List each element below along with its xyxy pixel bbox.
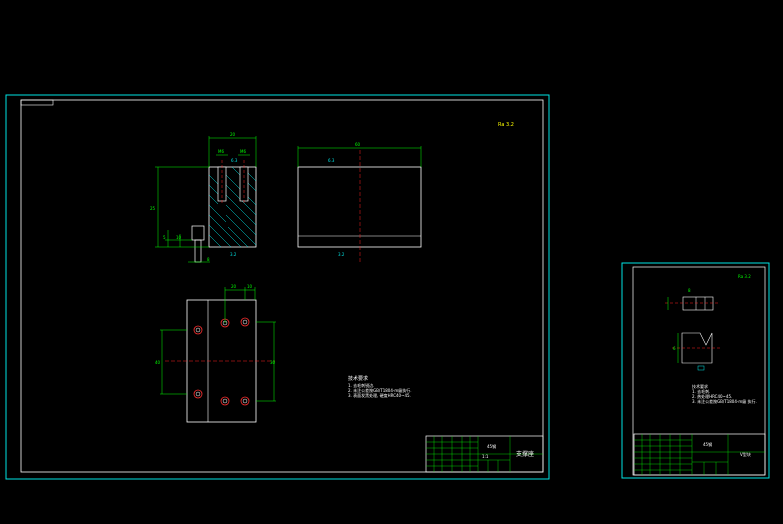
front-roughness-a: 6.3: [231, 158, 238, 163]
top-dim-left: 40: [155, 360, 161, 365]
sheet1-corner-tag: [20, 99, 54, 106]
front-dim-bottom: 8: [207, 257, 210, 262]
top-view-holes: [193, 317, 250, 406]
front-dim-small-a: 5: [163, 235, 166, 240]
front-dim-hole-a: M6: [218, 149, 224, 154]
top-dim-a: 20: [231, 284, 237, 289]
top-view-hole-cores: [195, 319, 248, 404]
sheet1-scale: 1:1: [482, 454, 489, 459]
sheet-1: Ra 3.2: [5, 94, 550, 480]
sheet2-dim-b: 6: [673, 346, 676, 351]
sheet1-notes-title: 技术要求: [348, 375, 368, 382]
sheet-2: Ra 3.2 8 6 技术要求 1. 去毛刺. 2. 热处理HRC40~45. …: [621, 262, 770, 479]
front-dim-small-b: 10: [176, 235, 182, 240]
sheet2-outer-border: [621, 262, 770, 479]
sheet2-part-name: V型块: [740, 451, 751, 457]
side-roughness-a: 6.3: [328, 158, 335, 163]
front-view-hatching: [208, 166, 257, 248]
front-view-dimensions: [155, 136, 257, 263]
sheet1-note-line: 1. 去毛刺锐边.: [348, 382, 374, 388]
sheet1-title-block: 45钢 支撑座 1:1: [425, 435, 544, 473]
sheet1-tech-notes: 技术要求 1. 去毛刺锐边. 2. 未注公差按GB/T1804-m级执行. 3.…: [348, 375, 412, 398]
sheet1-material: 45钢: [487, 443, 496, 449]
sheet2-part-view-front: 6: [672, 332, 720, 371]
top-view-dimensions: [160, 287, 276, 402]
sheet2-inner-border: [632, 266, 766, 476]
sheet1-inner-border: [20, 99, 544, 473]
front-dim-hole-b: M6: [240, 149, 246, 154]
front-dim-left: 25: [150, 206, 156, 211]
sheet2-note-line: 3. 未注公差按GB/T1804-m级 执行.: [692, 398, 757, 404]
sheet2-title-block: 45钢 V型块: [633, 433, 766, 476]
side-roughness-b: 3.2: [338, 252, 345, 257]
sheet2-note-line: 2. 热处理HRC40~45.: [692, 393, 732, 399]
sheet2-roughness-text: Ra 3.2: [738, 274, 751, 279]
front-view-body: [208, 166, 257, 248]
sheet2-tech-notes: 技术要求 1. 去毛刺. 2. 热处理HRC40~45. 3. 未注公差按GB/…: [692, 383, 757, 404]
top-dim-b: 10: [247, 284, 253, 289]
sheet2-note-line: 1. 去毛刺.: [692, 388, 710, 394]
top-view: 20 10 40 30: [155, 284, 276, 423]
front-roughness-b: 3.2: [230, 252, 237, 257]
sheet1-roughness-mark: Ra 3.2: [498, 122, 514, 128]
sheet2-part-view-top: 8: [665, 288, 718, 311]
sheet2-material: 45钢: [703, 441, 712, 447]
front-view-pin-shank: [194, 239, 202, 263]
sheet2-dim-a: 8: [688, 288, 691, 293]
side-dim-top: 60: [355, 142, 361, 147]
sheet1-outer-border: [5, 94, 550, 480]
sheet1-note-line: 2. 未注公差按GB/T1804-m级执行.: [348, 387, 412, 393]
side-view: 60 6.3 3.2: [297, 142, 422, 262]
sheet2-notes-title: 技术要求: [692, 383, 708, 389]
side-view-dimensions: [297, 146, 422, 167]
front-view-pin: [191, 225, 205, 241]
top-dim-right: 30: [270, 360, 276, 365]
side-view-body: [297, 166, 422, 248]
front-dim-top: 20: [230, 132, 236, 137]
front-view: 20 M6 M6 25 5 10 8 6.3 3.2: [150, 132, 257, 263]
sheet1-part-name: 支撑座: [516, 450, 534, 458]
sheet1-roughness-text: Ra 3.2: [498, 122, 514, 128]
sheet1-note-line: 3. 表面发黑处理, 硬度HRC40~45.: [348, 392, 411, 398]
